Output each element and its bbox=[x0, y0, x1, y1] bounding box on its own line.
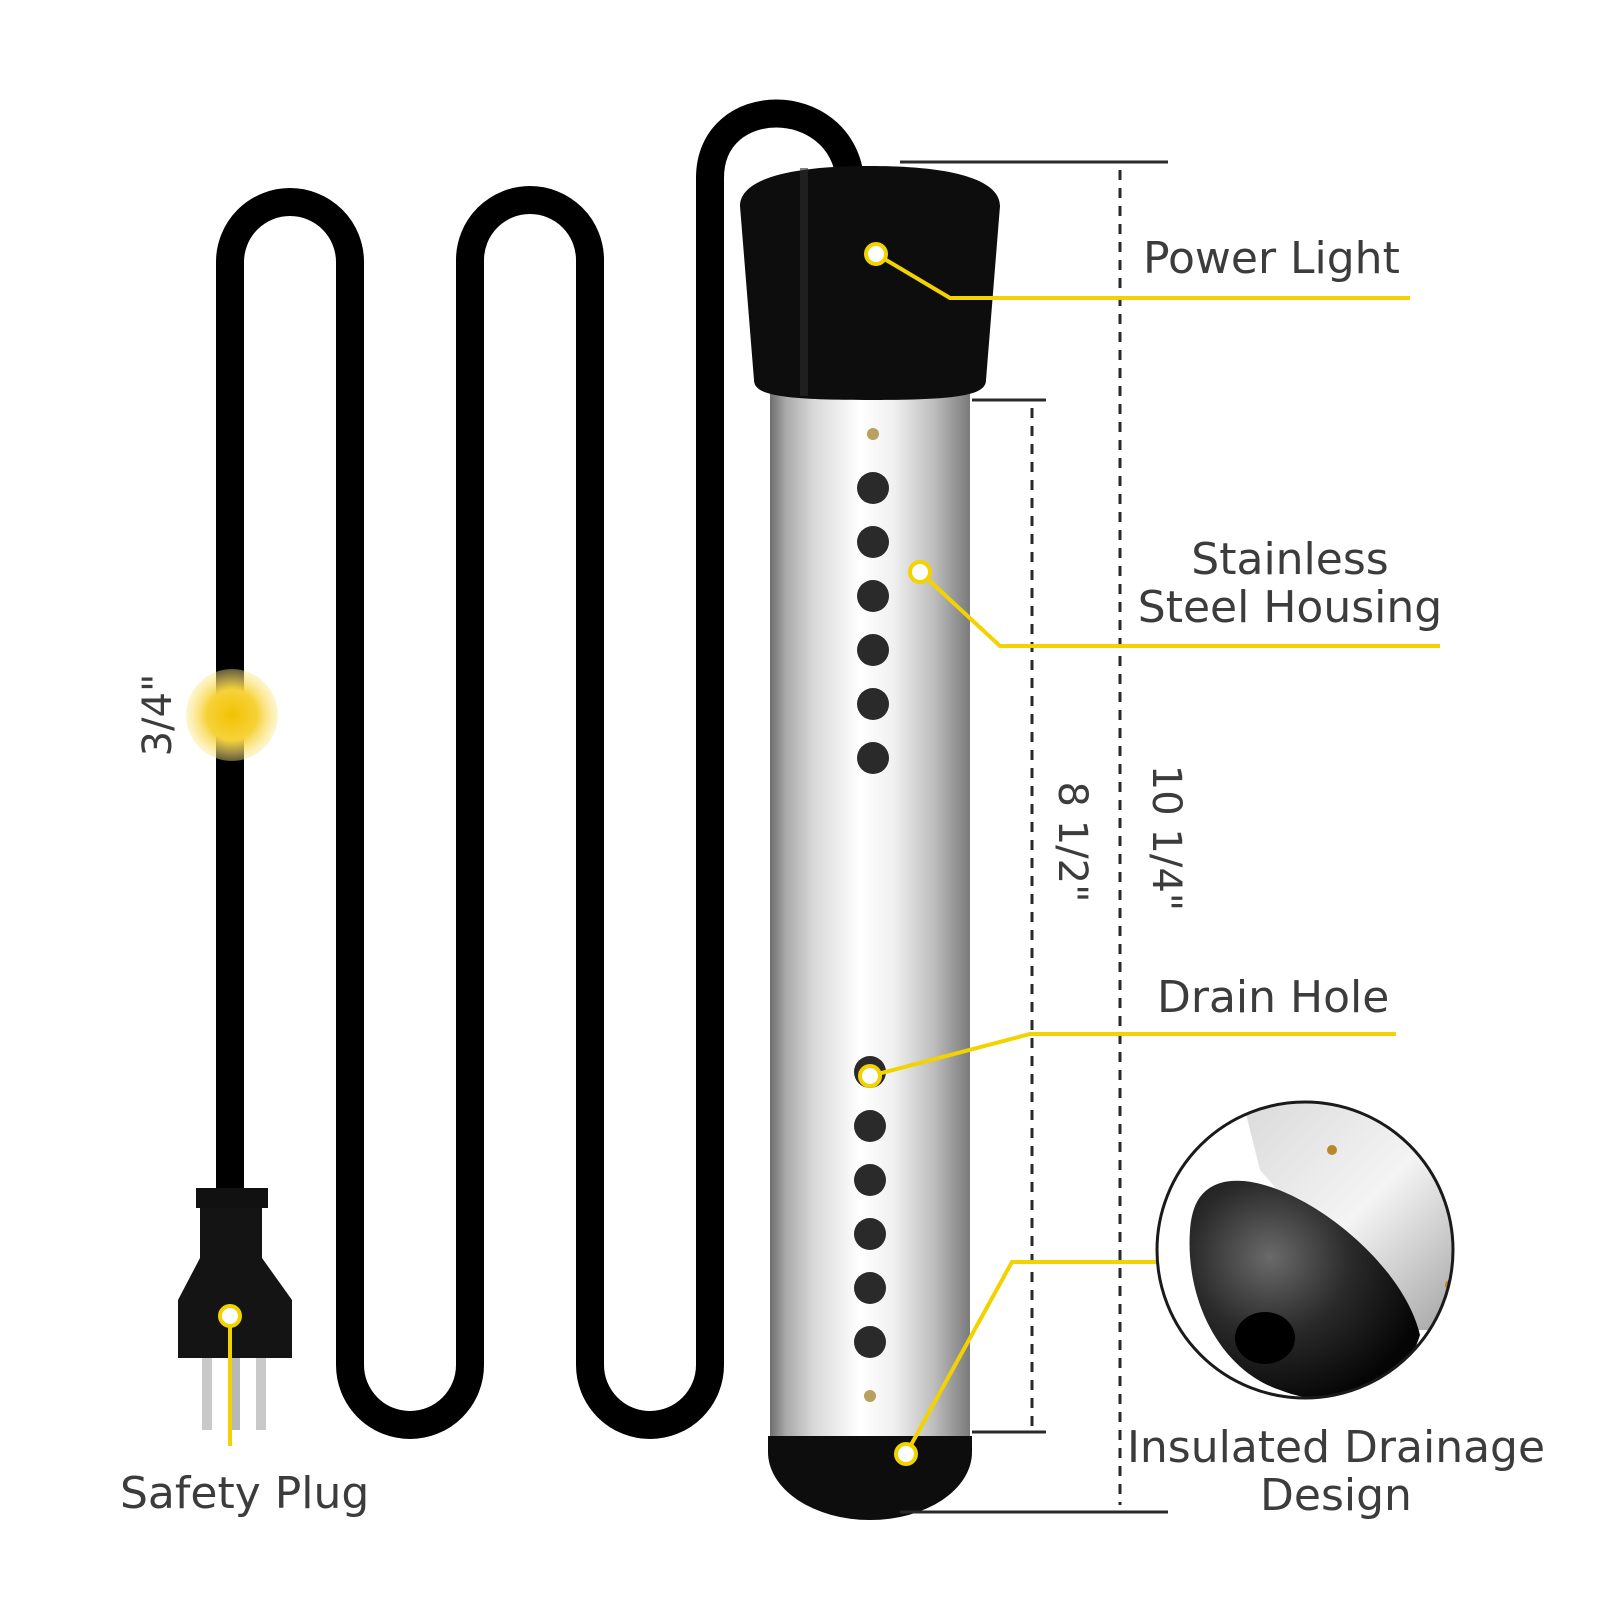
cable-width-dimension: 3/4" bbox=[135, 673, 181, 757]
plug-prong-left bbox=[202, 1358, 212, 1430]
cable-width-marker bbox=[186, 669, 278, 761]
drain-opening bbox=[1235, 1312, 1295, 1364]
total-length-dimension: 10 1/4" bbox=[1143, 764, 1189, 912]
power-light-label: Power Light bbox=[1143, 233, 1400, 284]
stainless-steel-housing-label: Stainless Steel Housing bbox=[1130, 536, 1450, 632]
callout-leaders bbox=[228, 252, 1440, 1455]
steel-housing-tube bbox=[770, 385, 970, 1445]
insulated-drainage-label: Insulated Drainage Design bbox=[1126, 1424, 1546, 1520]
power-light-indicator bbox=[864, 242, 888, 266]
power-cable bbox=[216, 99, 864, 1439]
housing-label-line1: Stainless bbox=[1191, 534, 1389, 585]
dimension-lines bbox=[900, 160, 1168, 1514]
bottom-cap bbox=[768, 1436, 972, 1520]
top-cap bbox=[740, 166, 1000, 400]
housing-label-line2: Steel Housing bbox=[1137, 582, 1443, 633]
insulated-label-line2: Design bbox=[1260, 1470, 1412, 1521]
safety-plug-label: Safety Plug bbox=[120, 1468, 370, 1519]
tube-length-dimension: 8 1/2" bbox=[1049, 781, 1095, 903]
insulated-label-line1: Insulated Drainage bbox=[1126, 1422, 1546, 1473]
callout-dots bbox=[218, 242, 932, 1466]
plug-prong-right bbox=[256, 1358, 266, 1430]
insulated-drainage-inset bbox=[1155, 1100, 1455, 1400]
drain-hole-label: Drain Hole bbox=[1157, 972, 1390, 1023]
upper-vent-holes bbox=[857, 428, 889, 774]
